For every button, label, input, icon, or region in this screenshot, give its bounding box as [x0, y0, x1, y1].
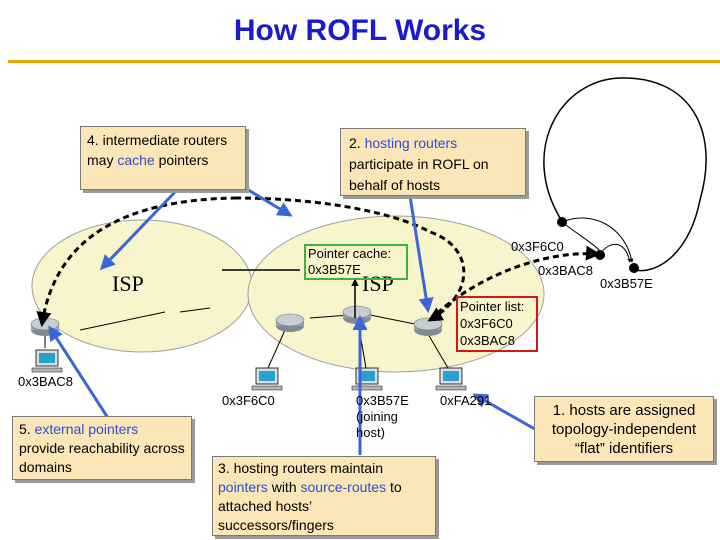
router-link — [179, 307, 211, 313]
callout-text: topology-independent — [551, 421, 697, 438]
pointer-cache-box: Pointer cache: 0x3B57E — [304, 244, 408, 280]
host-label-joining: 0x3B57E (joining host) — [356, 393, 409, 441]
router-link — [79, 311, 166, 331]
source-route-dashed — [234, 196, 466, 322]
router-link — [369, 314, 416, 325]
callout-highlight: hosting routers — [360, 135, 458, 151]
isp-right-label: ISP — [362, 271, 394, 296]
ring-label-3f6c0: 0x3F6C0 — [511, 239, 564, 254]
callout-text: intermediate routers may — [87, 132, 228, 168]
callout-text: “flat” identifiers — [574, 440, 674, 457]
callout-text: with — [267, 479, 301, 495]
host-id: 0x3B57E — [356, 393, 409, 408]
pointer-list-title: Pointer list: — [460, 299, 525, 314]
callout-box-3: 3. hosting routers maintain pointers wit… — [212, 456, 436, 536]
callout-highlight: cache — [117, 152, 155, 168]
callout-box-5: 5. external pointers provide reachabilit… — [12, 416, 192, 480]
callout-arrow-external-pointers — [48, 325, 110, 419]
callout-highlight: pointers — [218, 479, 268, 495]
pointer-cache-title: Pointer cache: — [308, 246, 392, 261]
callout-box-2: 2. hosting routers participate in ROFL o… — [340, 128, 526, 196]
router-icon — [413, 317, 443, 336]
ring-finger-arrow — [561, 221, 604, 257]
ring-label-3b57e: 0x3B57E — [600, 276, 653, 291]
callout-arrow-flat-ids — [472, 393, 541, 434]
pointer-list-item: 0x3F6C0 — [460, 316, 513, 331]
host-note: (joining — [356, 409, 398, 424]
callout-box-4: 4. intermediate routers may cache pointe… — [80, 126, 246, 190]
ring-node-3b57e — [629, 263, 639, 273]
callout-highlight: source-routes — [300, 479, 387, 495]
host-label-right: 0xFA291 — [440, 393, 492, 408]
pointer-list-item: 0x3BAC8 — [460, 333, 515, 348]
callout-box-1: 1. hosts are assigned topology-independe… — [534, 396, 714, 462]
callout-number: 4. — [87, 132, 99, 148]
page-title: How ROFL Works — [233, 14, 487, 47]
pointer-list-box: Pointer list: 0x3F6C0 0x3BAC8 — [456, 296, 538, 352]
ring-node-3bac8 — [595, 250, 605, 260]
callout-text: 1. hosts are assigned — [552, 402, 696, 419]
host-label-mid1: 0x3F6C0 — [222, 393, 275, 408]
router-icon — [275, 313, 305, 332]
host-computer-icon — [251, 367, 283, 391]
callout-arrow-cache-router — [239, 183, 293, 217]
host-computer-icon — [31, 349, 63, 373]
router-link — [427, 333, 449, 369]
host-label-left: 0x3BAC8 — [18, 374, 73, 389]
source-route-dashed — [428, 245, 601, 322]
callout-highlight: external pointers — [30, 421, 139, 437]
pointer-cache-value: 0x3B57E — [308, 262, 361, 277]
router-link — [267, 329, 286, 369]
identifier-ring — [543, 77, 707, 272]
ring-node-3f6c0 — [557, 217, 567, 227]
callout-text: participate in ROFL on behalf of hosts — [349, 156, 489, 193]
callout-number: 5. — [19, 421, 31, 437]
ring-label-3bac8: 0x3BAC8 — [538, 263, 593, 278]
host-note: host) — [356, 425, 385, 440]
callout-arrow-hosting-routers — [408, 195, 434, 313]
callout-text: pointers — [154, 152, 209, 168]
callout-text: hosting routers maintain — [229, 460, 383, 476]
callout-arrow-cache — [99, 190, 177, 271]
isp-right-cloud — [247, 215, 545, 373]
host-computer-icon — [435, 367, 467, 391]
callout-text: provide reachability across domains — [19, 440, 185, 475]
ring-finger-arrow — [561, 217, 634, 263]
router-icon — [342, 305, 372, 324]
host-computer-icon — [351, 367, 383, 391]
callout-number: 2. — [349, 135, 361, 151]
callout-text: to attached hosts’ successors/fingers — [218, 479, 402, 533]
title-divider — [8, 60, 720, 63]
external-pointer-dashed — [36, 196, 236, 327]
isp-left-label: ISP — [112, 271, 144, 296]
callout-number: 3. — [218, 460, 230, 476]
